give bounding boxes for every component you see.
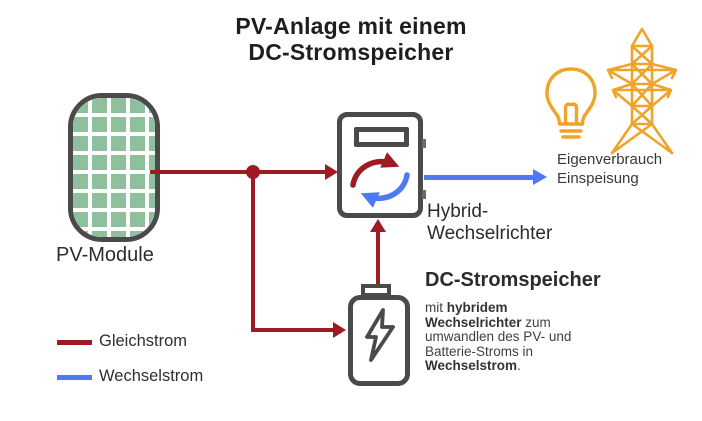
legend-dc-label: Gleichstrom: [99, 332, 188, 350]
battery-icon: [348, 295, 410, 386]
output-label-line2: Einspeisung: [557, 170, 639, 187]
dc-wire-to-battery: [251, 328, 335, 332]
dc-arrowhead-up-into-inverter: [370, 219, 386, 232]
pv-cell-grid: [73, 98, 155, 237]
dc-wire-junction-down: [251, 172, 255, 330]
dc-arrowhead-into-battery: [333, 322, 346, 338]
dc-storage-description: mit hybridem Wechselrichter zum umwandle…: [425, 300, 581, 374]
legend-ac-line: [57, 375, 92, 380]
dc-ac-cycle-arrows-icon: [350, 152, 410, 208]
hybrid-inverter-label: Hybrid- Wechselrichter: [427, 201, 552, 245]
hybrid-inverter-label-line2: Wechselrichter: [427, 223, 553, 244]
pv-module-icon: [68, 93, 160, 242]
description-bold2: Wechselstrom: [425, 358, 518, 373]
dc-wire-pv-to-inverter: [150, 170, 326, 174]
dc-storage-heading: DC-Stromspeicher: [425, 269, 601, 291]
lightning-bolt-icon: [365, 308, 395, 362]
dc-wire-battery-to-inverter: [376, 231, 380, 286]
lightbulb-icon: [545, 67, 597, 139]
hybrid-inverter-label-line1: Hybrid-: [427, 201, 489, 222]
title-line2: DC-Stromspeicher: [248, 39, 454, 65]
legend-dc-line: [57, 340, 92, 345]
diagram-title: PV-Anlage mit einem DC-Stromspeicher: [0, 13, 702, 65]
description-part1: mit: [425, 300, 447, 315]
ac-arrowhead-output: [533, 169, 547, 185]
inverter-mount-tab-top: [422, 139, 426, 148]
output-label: Eigenverbrauch Einspeisung: [557, 150, 662, 188]
title-line1: PV-Anlage mit einem: [235, 13, 467, 39]
description-part2: zum umwandlen des PV- und Batterie-Strom…: [425, 314, 572, 359]
ac-wire-inverter-output: [424, 175, 535, 180]
inverter-mount-tab-bottom: [422, 190, 426, 199]
description-bold1: hybridem Wechselrichter: [425, 300, 522, 330]
hybrid-inverter-icon: [337, 112, 426, 218]
inverter-display: [354, 127, 409, 147]
power-tower-icon: [606, 27, 678, 155]
legend-ac-label: Wechselstrom: [99, 367, 204, 385]
description-part3: .: [517, 358, 521, 373]
pv-module-label: PV-Module: [56, 244, 154, 266]
output-label-line1: Eigenverbrauch: [557, 151, 663, 168]
dc-arrowhead-into-inverter: [325, 164, 338, 180]
